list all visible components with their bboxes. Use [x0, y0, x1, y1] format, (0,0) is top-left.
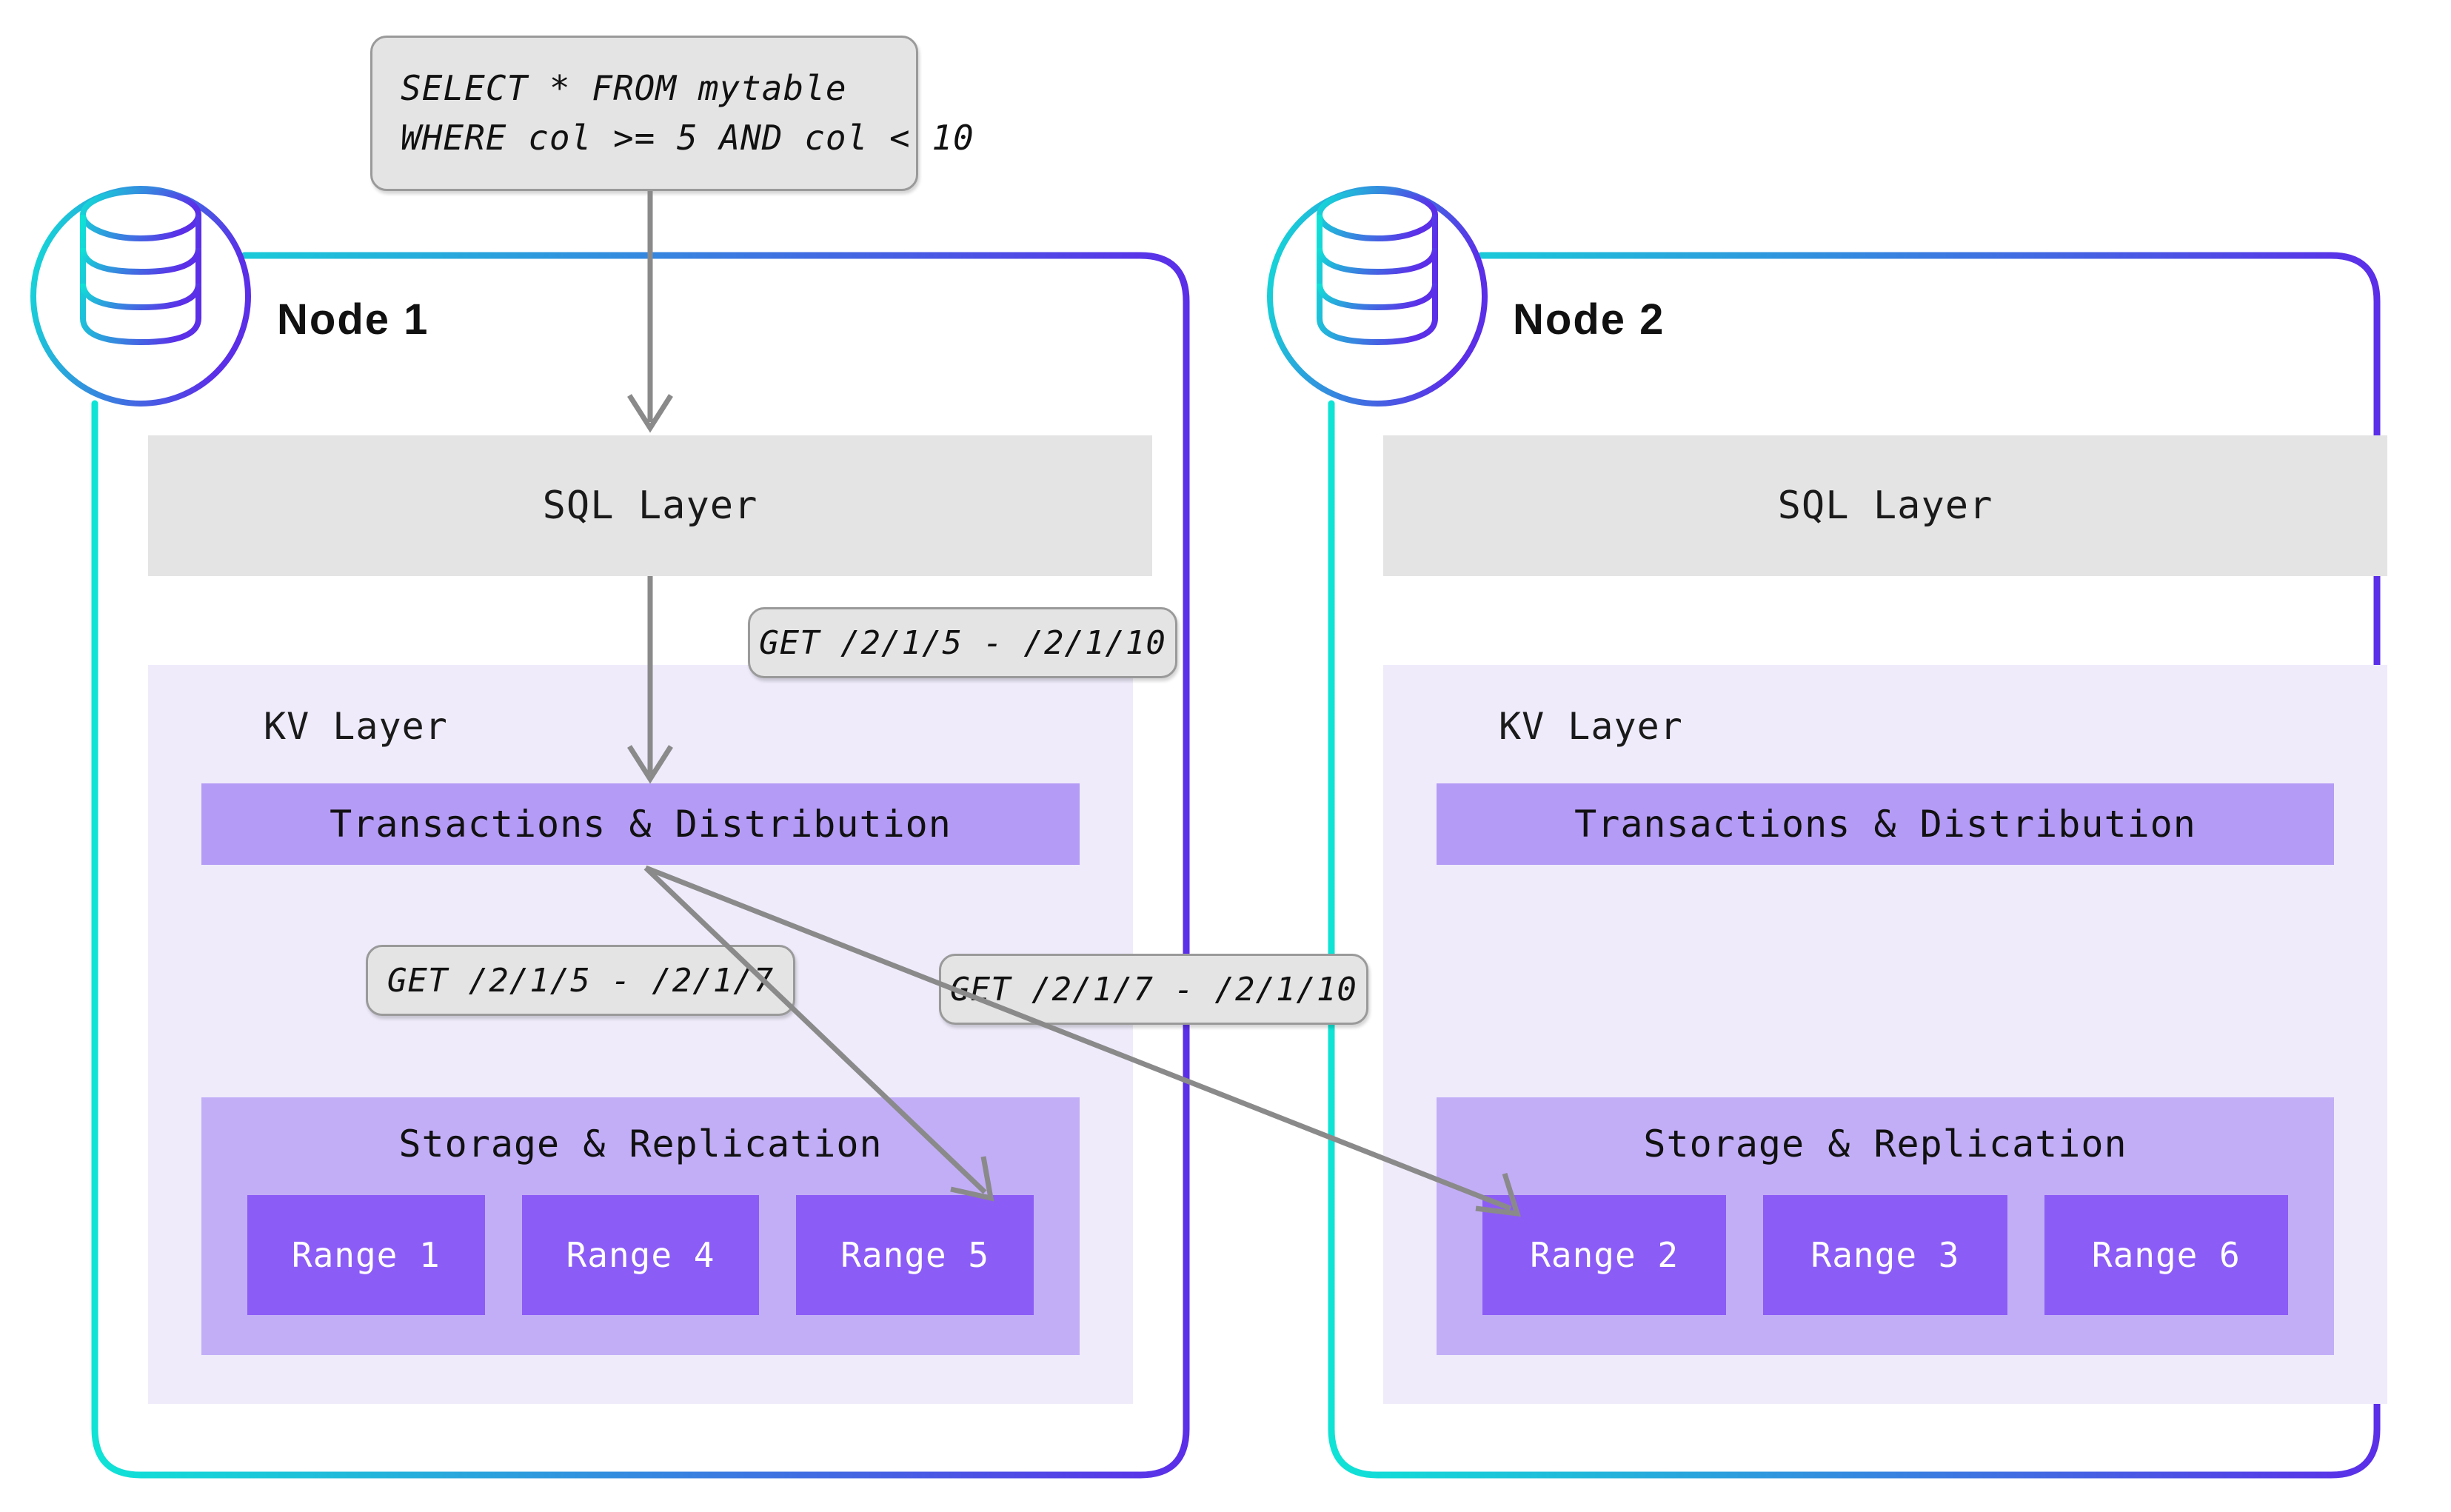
range-box[interactable]: Range 4	[521, 1195, 760, 1315]
node-1-transactions-box[interactable]: Transactions & Distribution	[201, 783, 1080, 865]
sql-query-bubble[interactable]: SELECT * FROM mytable WHERE col >= 5 AND…	[370, 36, 974, 191]
get-range-label: GET /2/1/5 - /2/1/10	[759, 623, 1166, 662]
sql-query-line-1: SELECT * FROM mytable	[401, 67, 847, 108]
node-2-frame	[1328, 252, 2381, 1479]
transactions-label: Transactions & Distribution	[330, 803, 952, 846]
node-2-transactions-box[interactable]: Transactions & Distribution	[1437, 783, 2334, 865]
arrow-transactions-to-range-5	[643, 866, 994, 1202]
node-1-label: Node 1	[277, 295, 429, 344]
sql-layer-label: SQL Layer	[542, 484, 758, 528]
node-1-range-row: Range 1 Range 4 Range 5	[201, 1195, 1080, 1355]
node-2-kv-layer-label: KV Layer	[1499, 705, 1683, 748]
node-1-frame	[91, 252, 1190, 1479]
storage-label: Storage & Replication	[1643, 1123, 2127, 1165]
get-local-range-bubble[interactable]: GET /2/1/5 - /2/1/7	[366, 945, 795, 1016]
transactions-label: Transactions & Distribution	[1574, 803, 2196, 846]
storage-label: Storage & Replication	[398, 1123, 883, 1165]
get-sql-to-kv-bubble[interactable]: GET /2/1/5 - /2/1/10	[748, 607, 1177, 678]
node-1-kv-layer-label: KV Layer	[264, 705, 448, 748]
node-2-sql-layer[interactable]: SQL Layer	[1383, 435, 2387, 576]
database-cylinder-icon	[30, 186, 251, 407]
range-box[interactable]: Range 3	[1763, 1195, 2007, 1315]
node-2-storage-box[interactable]: Storage & Replication Range 2 Range 3 Ra…	[1437, 1097, 2334, 1355]
range-box[interactable]: Range 5	[796, 1195, 1034, 1315]
arrow-sql-to-transactions	[627, 576, 673, 784]
range-box[interactable]: Range 1	[247, 1195, 485, 1315]
range-box[interactable]: Range 2	[1482, 1195, 1727, 1315]
database-cylinder-icon	[1267, 186, 1488, 407]
arrow-transactions-to-range-2	[644, 865, 1521, 1217]
node-2-range-row: Range 2 Range 3 Range 6	[1437, 1195, 2334, 1355]
node-1-storage-box[interactable]: Storage & Replication Range 1 Range 4 Ra…	[201, 1097, 1080, 1355]
arrow-query-to-sql	[627, 191, 673, 433]
node-2-label: Node 2	[1513, 295, 1665, 344]
node-1-sql-layer[interactable]: SQL Layer	[148, 435, 1152, 576]
range-box[interactable]: Range 6	[2044, 1195, 2288, 1315]
sql-layer-label: SQL Layer	[1777, 484, 1993, 528]
